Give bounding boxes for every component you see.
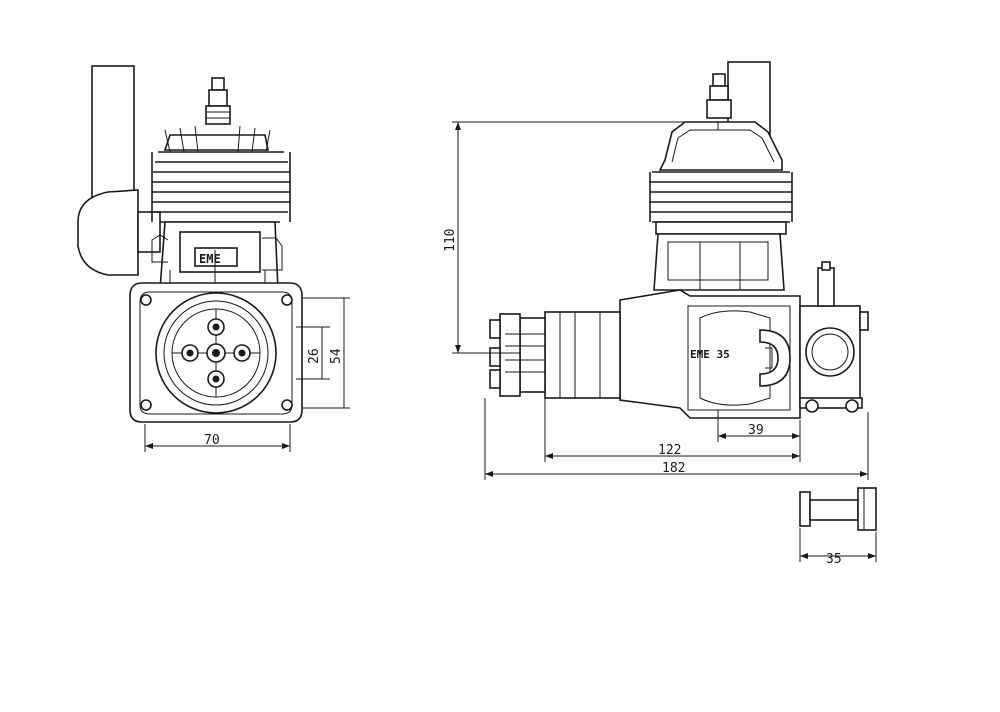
front-cylinder-fins: [151, 125, 291, 223]
side-crankcase: EME 35: [619, 289, 801, 419]
front-spark-plug: [205, 77, 231, 125]
side-carburetor: [799, 261, 869, 413]
front-view: EME: [77, 65, 350, 452]
front-dimension-lines: [144, 297, 350, 452]
side-view-label: EME 35: [690, 348, 730, 361]
front-backplate: [155, 292, 277, 414]
side-cylinder-barrel: [653, 233, 785, 291]
side-spark-plug: [706, 73, 732, 119]
dim-front-mount-height: 54: [329, 348, 344, 364]
front-exhaust-pipe: [77, 65, 161, 276]
front-view-label: EME: [199, 252, 221, 266]
dim-side-carb-offset: 39: [748, 423, 764, 438]
side-prop-hub: [489, 311, 621, 399]
side-dimension-lines: [452, 121, 869, 480]
spacer-detail: 35: [799, 487, 877, 567]
side-cylinder-fins: [649, 171, 793, 235]
side-view: EME 35: [443, 61, 869, 480]
side-cylinder-head: [658, 121, 783, 171]
dim-spacer-length: 35: [826, 552, 842, 567]
dim-front-width: 70: [204, 433, 220, 448]
dim-side-length-mount: 122: [658, 443, 681, 458]
dim-side-length-total: 182: [662, 461, 685, 476]
front-cylinder-body: EME: [151, 221, 283, 300]
dim-side-height: 110: [443, 229, 458, 252]
dim-front-bolt-spacing: 26: [307, 348, 322, 364]
